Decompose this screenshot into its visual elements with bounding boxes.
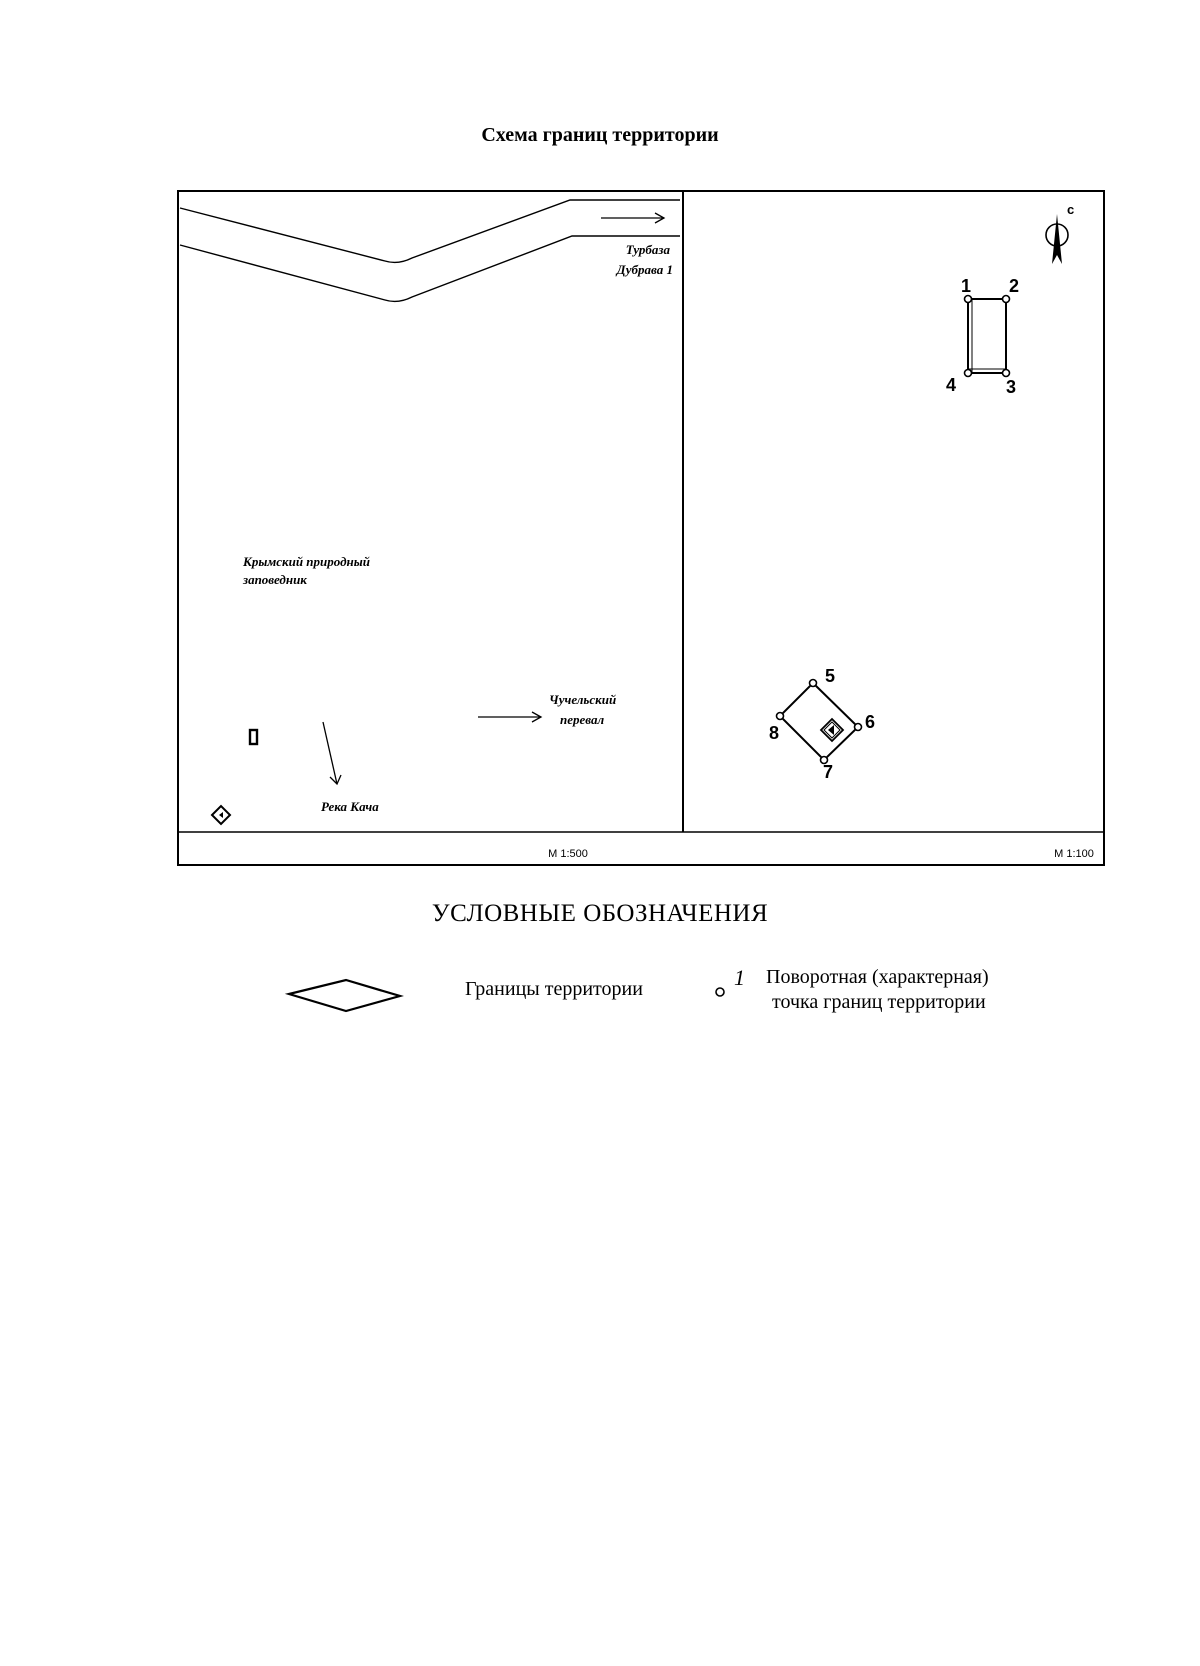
- vertex-label-5: 5: [825, 666, 835, 686]
- map-frame: [177, 190, 1105, 866]
- vertex-label-1: 1: [961, 276, 971, 296]
- vertex-5: [808, 678, 818, 688]
- vertex-label-8: 8: [769, 723, 779, 743]
- vertex-7: [819, 755, 829, 765]
- vertex-6: [853, 722, 863, 732]
- vertex-3: [1001, 368, 1011, 378]
- scale-right: M 1:100: [1054, 848, 1094, 860]
- map-title: Схема границ территории: [481, 124, 719, 146]
- parcel-1-outline: [967, 298, 1007, 374]
- north-letter: с: [1067, 202, 1074, 217]
- label-reserve-line1: Крымский природный: [242, 554, 370, 569]
- scale-left: M 1:500: [548, 848, 588, 860]
- vertex-4: [963, 368, 973, 378]
- label-reserve-line2: заповедник: [242, 572, 307, 587]
- label-pass-line1: Чучельский: [549, 692, 616, 707]
- label-pass-line2: перевал: [560, 712, 604, 727]
- legend-point-line1: Поворотная (характерная): [766, 966, 989, 988]
- pass-arrow: [478, 711, 543, 723]
- legend-boundary-label: Границы территории: [465, 978, 643, 1000]
- vertex-label-3: 3: [1006, 377, 1016, 397]
- turbaza-arrow: [601, 212, 666, 224]
- north-arrow-icon: [1045, 214, 1069, 264]
- river-arrow: [322, 721, 342, 786]
- parcel-2-vertices: [775, 678, 863, 765]
- legend-point-icon: [715, 987, 725, 997]
- vertex-1: [963, 294, 973, 304]
- label-turbaza-line2: Дубрава 1: [616, 262, 673, 277]
- vertex-label-7: 7: [823, 762, 833, 782]
- parcel-2-overview: [210, 804, 232, 826]
- label-turbaza-line1: Турбаза: [626, 242, 671, 257]
- parcel-2-inner-symbol: [819, 717, 845, 743]
- parcel-2-outline: [778, 681, 860, 762]
- parcel-1-overview: [248, 728, 259, 746]
- legend-point-number: 1: [734, 965, 745, 990]
- vertex-label-2: 2: [1009, 276, 1019, 296]
- vertex-2: [1001, 294, 1011, 304]
- legend-point-line2: точка границ территории: [772, 991, 986, 1013]
- road: [179, 199, 680, 303]
- parcel-1-vertices: [963, 294, 1011, 378]
- vertex-label-4: 4: [946, 375, 956, 395]
- legend-boundary-icon: [284, 978, 404, 1013]
- vertex-label-6: 6: [865, 712, 875, 732]
- label-river: Река Кача: [321, 799, 379, 814]
- vertex-8: [775, 711, 785, 721]
- legend-heading: УСЛОВНЫЕ ОБОЗНАЧЕНИЯ: [431, 900, 769, 927]
